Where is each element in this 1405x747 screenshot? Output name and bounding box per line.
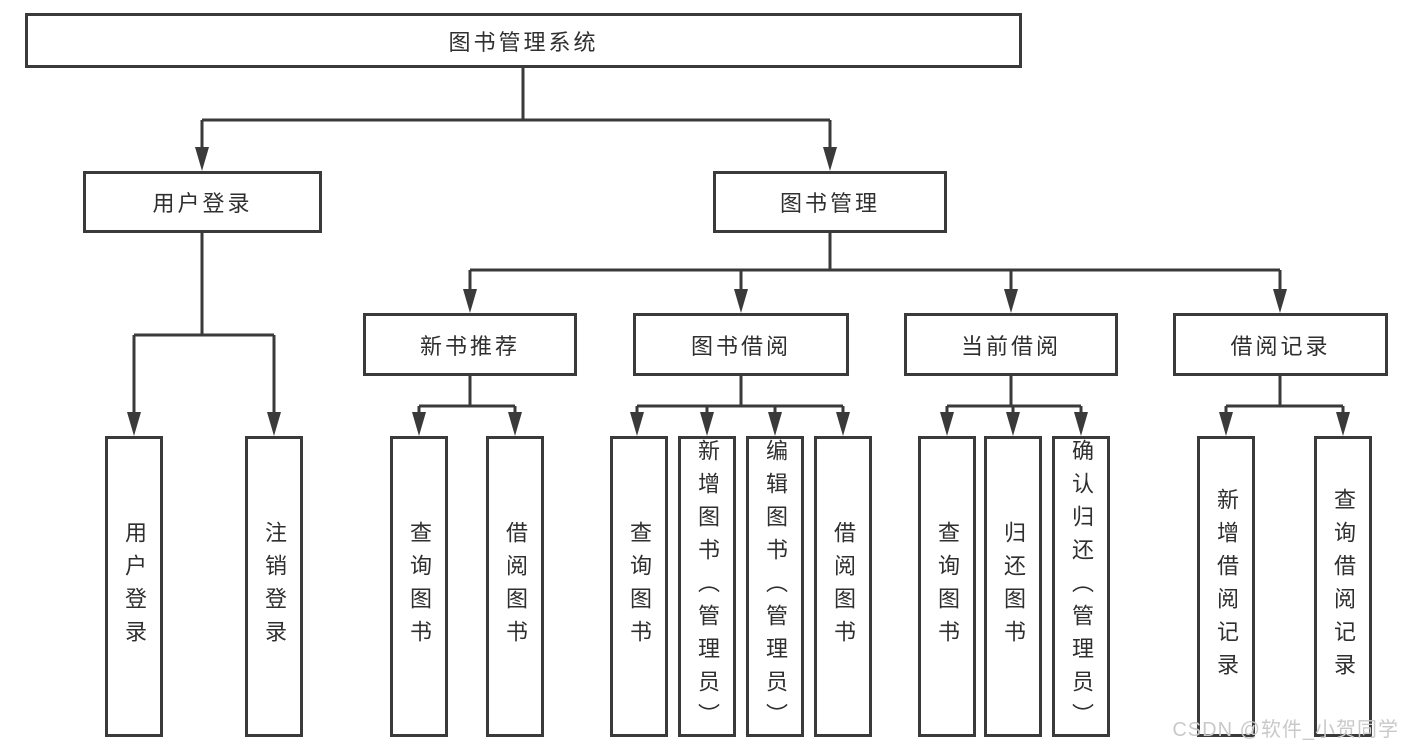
connector-root [195, 68, 837, 171]
leaf-confirm-return-admin: 确认归还（管理员） [1052, 436, 1110, 737]
leaf-borrow-book-recommend: 借阅图书 [486, 436, 544, 737]
node-book-borrow: 图书借阅 [633, 313, 849, 376]
connector-current-borrow [940, 376, 1088, 436]
leaf-borrow-book-borrow: 借阅图书 [814, 436, 872, 737]
connector-book-borrow [630, 376, 850, 436]
node-book-management: 图书管理 [713, 171, 947, 233]
connector-book-management [463, 233, 1287, 313]
leaf-user-login: 用户登录 [105, 436, 163, 737]
node-current-borrow: 当前借阅 [904, 313, 1118, 376]
connector-borrow-record [1219, 376, 1350, 436]
node-root-system: 图书管理系统 [25, 13, 1022, 68]
leaf-add-borrow-record: 新增借阅记录 [1197, 436, 1255, 737]
node-borrow-record: 借阅记录 [1173, 313, 1388, 376]
node-new-book-recommend: 新书推荐 [363, 313, 577, 376]
connector-new-book-recommend [412, 376, 522, 436]
leaf-query-book-current: 查询图书 [918, 436, 976, 737]
leaf-add-book-admin: 新增图书（管理员） [678, 436, 736, 737]
leaf-edit-book-admin: 编辑图书（管理员） [746, 436, 804, 737]
leaf-query-book-borrow: 查询图书 [610, 436, 668, 737]
csdn-watermark: CSDN @软件_小贺同学 [1172, 719, 1399, 741]
connector-user-login [127, 233, 281, 436]
leaf-return-book: 归还图书 [984, 436, 1042, 737]
leaf-query-book-recommend: 查询图书 [390, 436, 448, 737]
leaf-logout-login: 注销登录 [245, 436, 303, 737]
leaf-query-borrow-record: 查询借阅记录 [1314, 436, 1372, 737]
node-user-login: 用户登录 [83, 171, 322, 233]
